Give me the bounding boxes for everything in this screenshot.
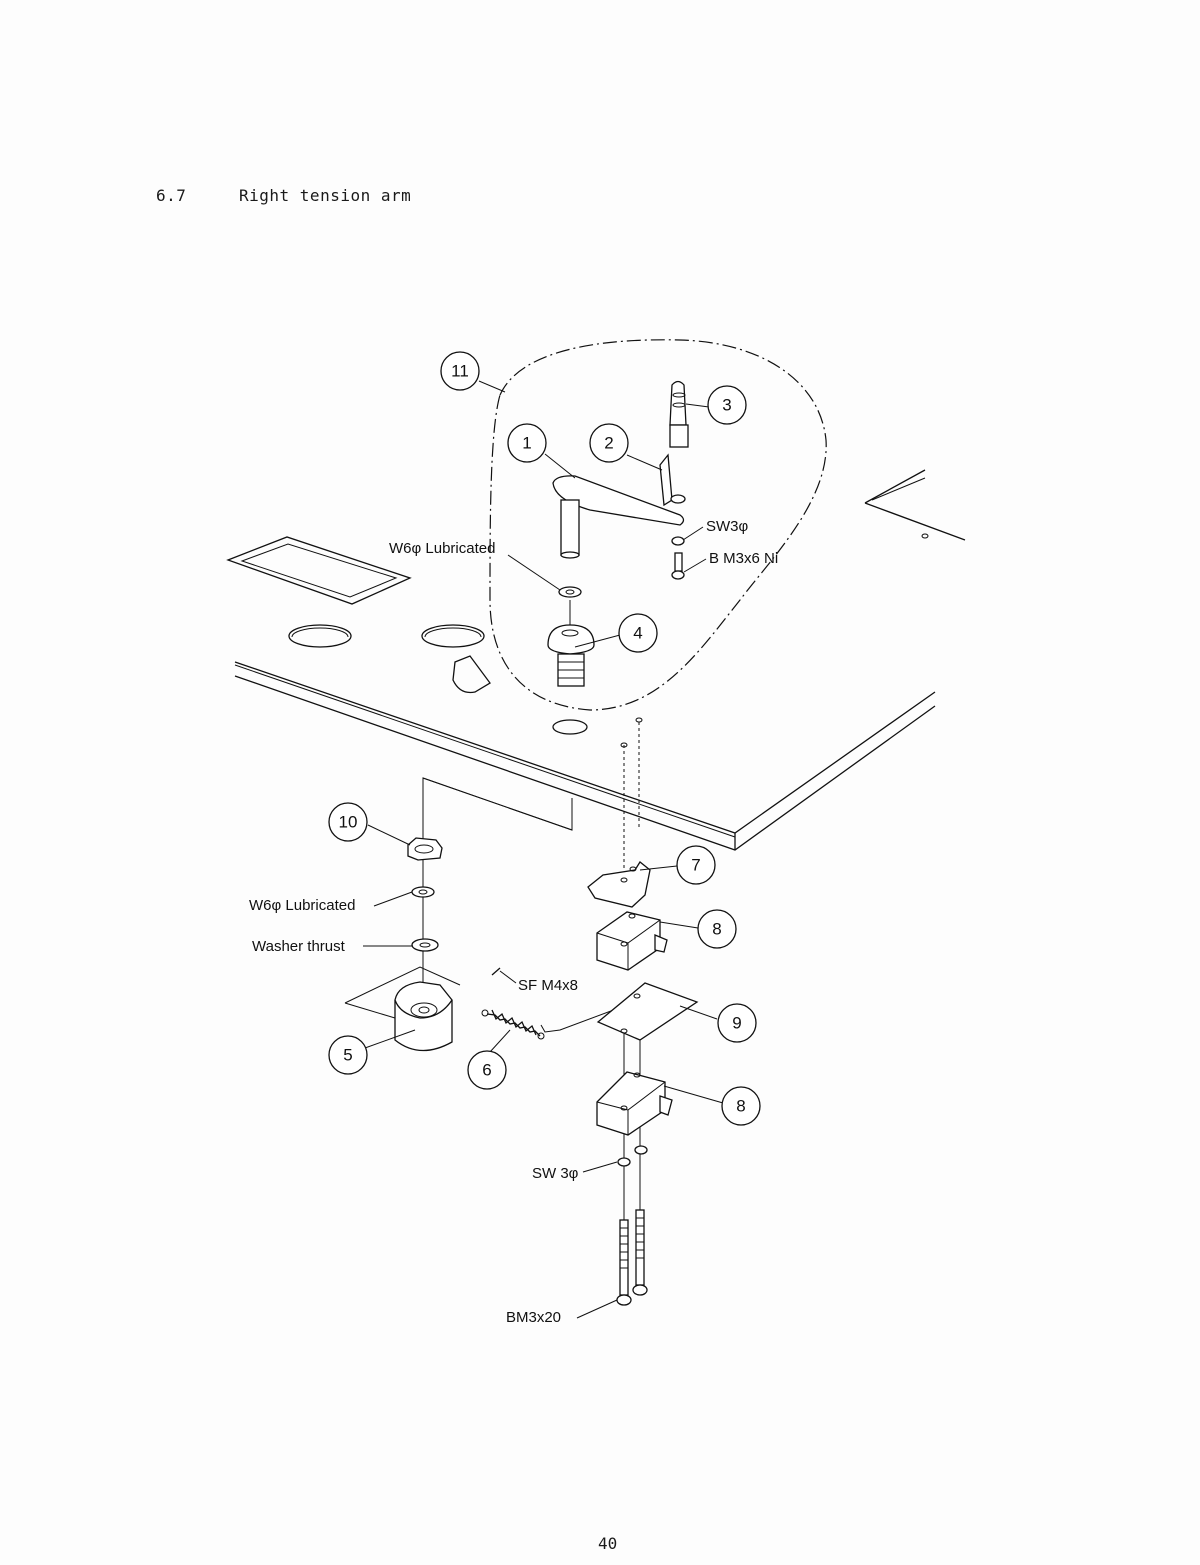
set-screw-sf-m4x8 xyxy=(491,967,501,976)
assembly-11-outline xyxy=(489,339,827,711)
label-w6-lubricated-bottom: W6φ Lubricated xyxy=(249,897,355,914)
bushing-part-4 xyxy=(547,624,595,687)
svg-text:8: 8 xyxy=(736,1097,745,1116)
pin-part-2 xyxy=(659,453,673,507)
microswitch-part-8-lower xyxy=(596,1071,673,1136)
washer-top-1 xyxy=(670,494,686,504)
svg-text:9: 9 xyxy=(732,1014,741,1033)
label-washer-thrust: Washer thrust xyxy=(252,938,346,955)
deck-cutouts xyxy=(226,536,588,735)
deck-bracket-outline xyxy=(422,777,573,831)
callout-5: 5 xyxy=(328,1035,368,1075)
deck-plate xyxy=(234,469,966,851)
nut-part-10 xyxy=(407,837,443,861)
callout-8-upper: 8 xyxy=(697,909,737,949)
callout-6: 6 xyxy=(467,1050,507,1090)
svg-text:6: 6 xyxy=(482,1061,491,1080)
callout-2: 2 xyxy=(589,423,629,463)
washer-w6-bottom xyxy=(411,886,435,898)
washer-thrust xyxy=(411,938,439,952)
svg-text:3: 3 xyxy=(722,396,731,415)
callout-9: 9 xyxy=(717,1003,757,1043)
svg-text:5: 5 xyxy=(343,1046,352,1065)
plate-part-9 xyxy=(596,982,699,1041)
washer-w6-top xyxy=(558,586,582,598)
microswitch-part-8-upper xyxy=(596,911,668,971)
spring-part-6 xyxy=(481,1001,636,1040)
guide-post-part-3 xyxy=(669,380,689,448)
section-title: Right tension arm xyxy=(239,186,412,205)
section-number: 6.7 xyxy=(156,186,187,205)
screws-bm3x20 xyxy=(616,1209,648,1306)
callout-7: 7 xyxy=(676,845,716,885)
callout-11: 11 xyxy=(440,351,480,391)
page-number: 40 xyxy=(598,1534,618,1553)
callout-3: 3 xyxy=(707,385,747,425)
tension-arm-part-1 xyxy=(552,475,685,559)
callout-8-lower: 8 xyxy=(721,1086,761,1126)
svg-text:2: 2 xyxy=(604,434,613,453)
callout-4: 4 xyxy=(618,613,658,653)
washer-lower-right xyxy=(634,1145,648,1155)
cam-part-5 xyxy=(344,966,461,1052)
label-sf-m4x8: SF M4x8 xyxy=(518,977,578,994)
svg-text:8: 8 xyxy=(712,920,721,939)
spring-washer-sw3-bottom xyxy=(617,1157,631,1167)
leader-lines xyxy=(363,380,724,1319)
svg-text:4: 4 xyxy=(633,624,642,643)
screw-b-m3x6 xyxy=(671,552,685,580)
lever-part-7 xyxy=(587,861,651,908)
svg-text:7: 7 xyxy=(691,856,700,875)
callout-1: 1 xyxy=(507,423,547,463)
svg-text:1: 1 xyxy=(522,434,531,453)
svg-text:10: 10 xyxy=(339,813,358,832)
label-w6-lubricated-top: W6φ Lubricated xyxy=(389,540,495,557)
label-b-m3x6-ni: B M3x6 Ni xyxy=(709,550,778,567)
spring-washer-sw3-top xyxy=(671,536,685,546)
callout-10: 10 xyxy=(328,802,368,842)
label-sw3-top: SW3φ xyxy=(706,518,749,535)
label-sw3-bottom: SW 3φ xyxy=(532,1165,579,1182)
assembly-axis-lines xyxy=(422,600,643,1225)
svg-text:11: 11 xyxy=(451,362,469,381)
label-bm3x20: BM3x20 xyxy=(506,1309,561,1326)
